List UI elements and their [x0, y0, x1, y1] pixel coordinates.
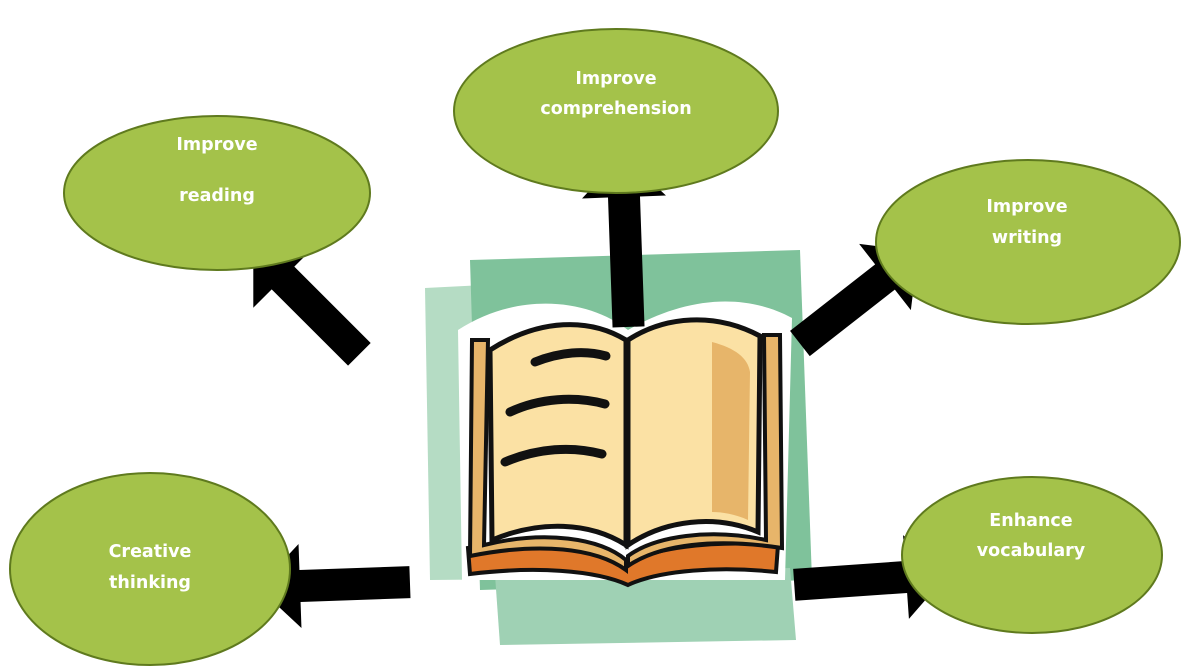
bubble-improve-comprehension: Improve comprehension [453, 28, 779, 194]
bubble-reading-line-1: Improve [176, 135, 257, 155]
book-page-stack-right [626, 333, 785, 570]
arrow-to-creative-thinking [258, 544, 411, 628]
bubble-improve-writing: Improve writing [875, 159, 1181, 325]
arrow-to-comprehension [582, 155, 666, 328]
bubble-creative-line-2: thinking [109, 573, 191, 593]
bubble-comprehension-line-1: Improve [575, 69, 656, 89]
bubble-enhance-vocabulary: Enhance vocabulary [901, 476, 1163, 634]
bubble-vocabulary-line-1: Enhance [989, 511, 1073, 531]
book-backdrop-front [495, 568, 796, 645]
open-book-icon [425, 250, 812, 645]
book-text-line-2 [505, 394, 610, 417]
bubble-creative-line-1: Creative [109, 542, 192, 562]
bubble-improve-reading: Improve reading [63, 115, 371, 271]
bubble-creative-thinking: Creative thinking [9, 472, 291, 666]
book-text-line-3 [500, 444, 607, 467]
arrow-to-reading [253, 248, 371, 366]
bubble-writing-line-1: Improve [986, 197, 1067, 217]
bubble-vocabulary-line-2: vocabulary [977, 541, 1086, 561]
bubble-reading-line-2: reading [179, 186, 255, 206]
bubble-writing-line-2: writing [992, 228, 1062, 248]
book-right-page-shade [712, 342, 750, 520]
book-text-line-1 [530, 348, 611, 367]
bubble-comprehension-line-2: comprehension [540, 99, 691, 119]
